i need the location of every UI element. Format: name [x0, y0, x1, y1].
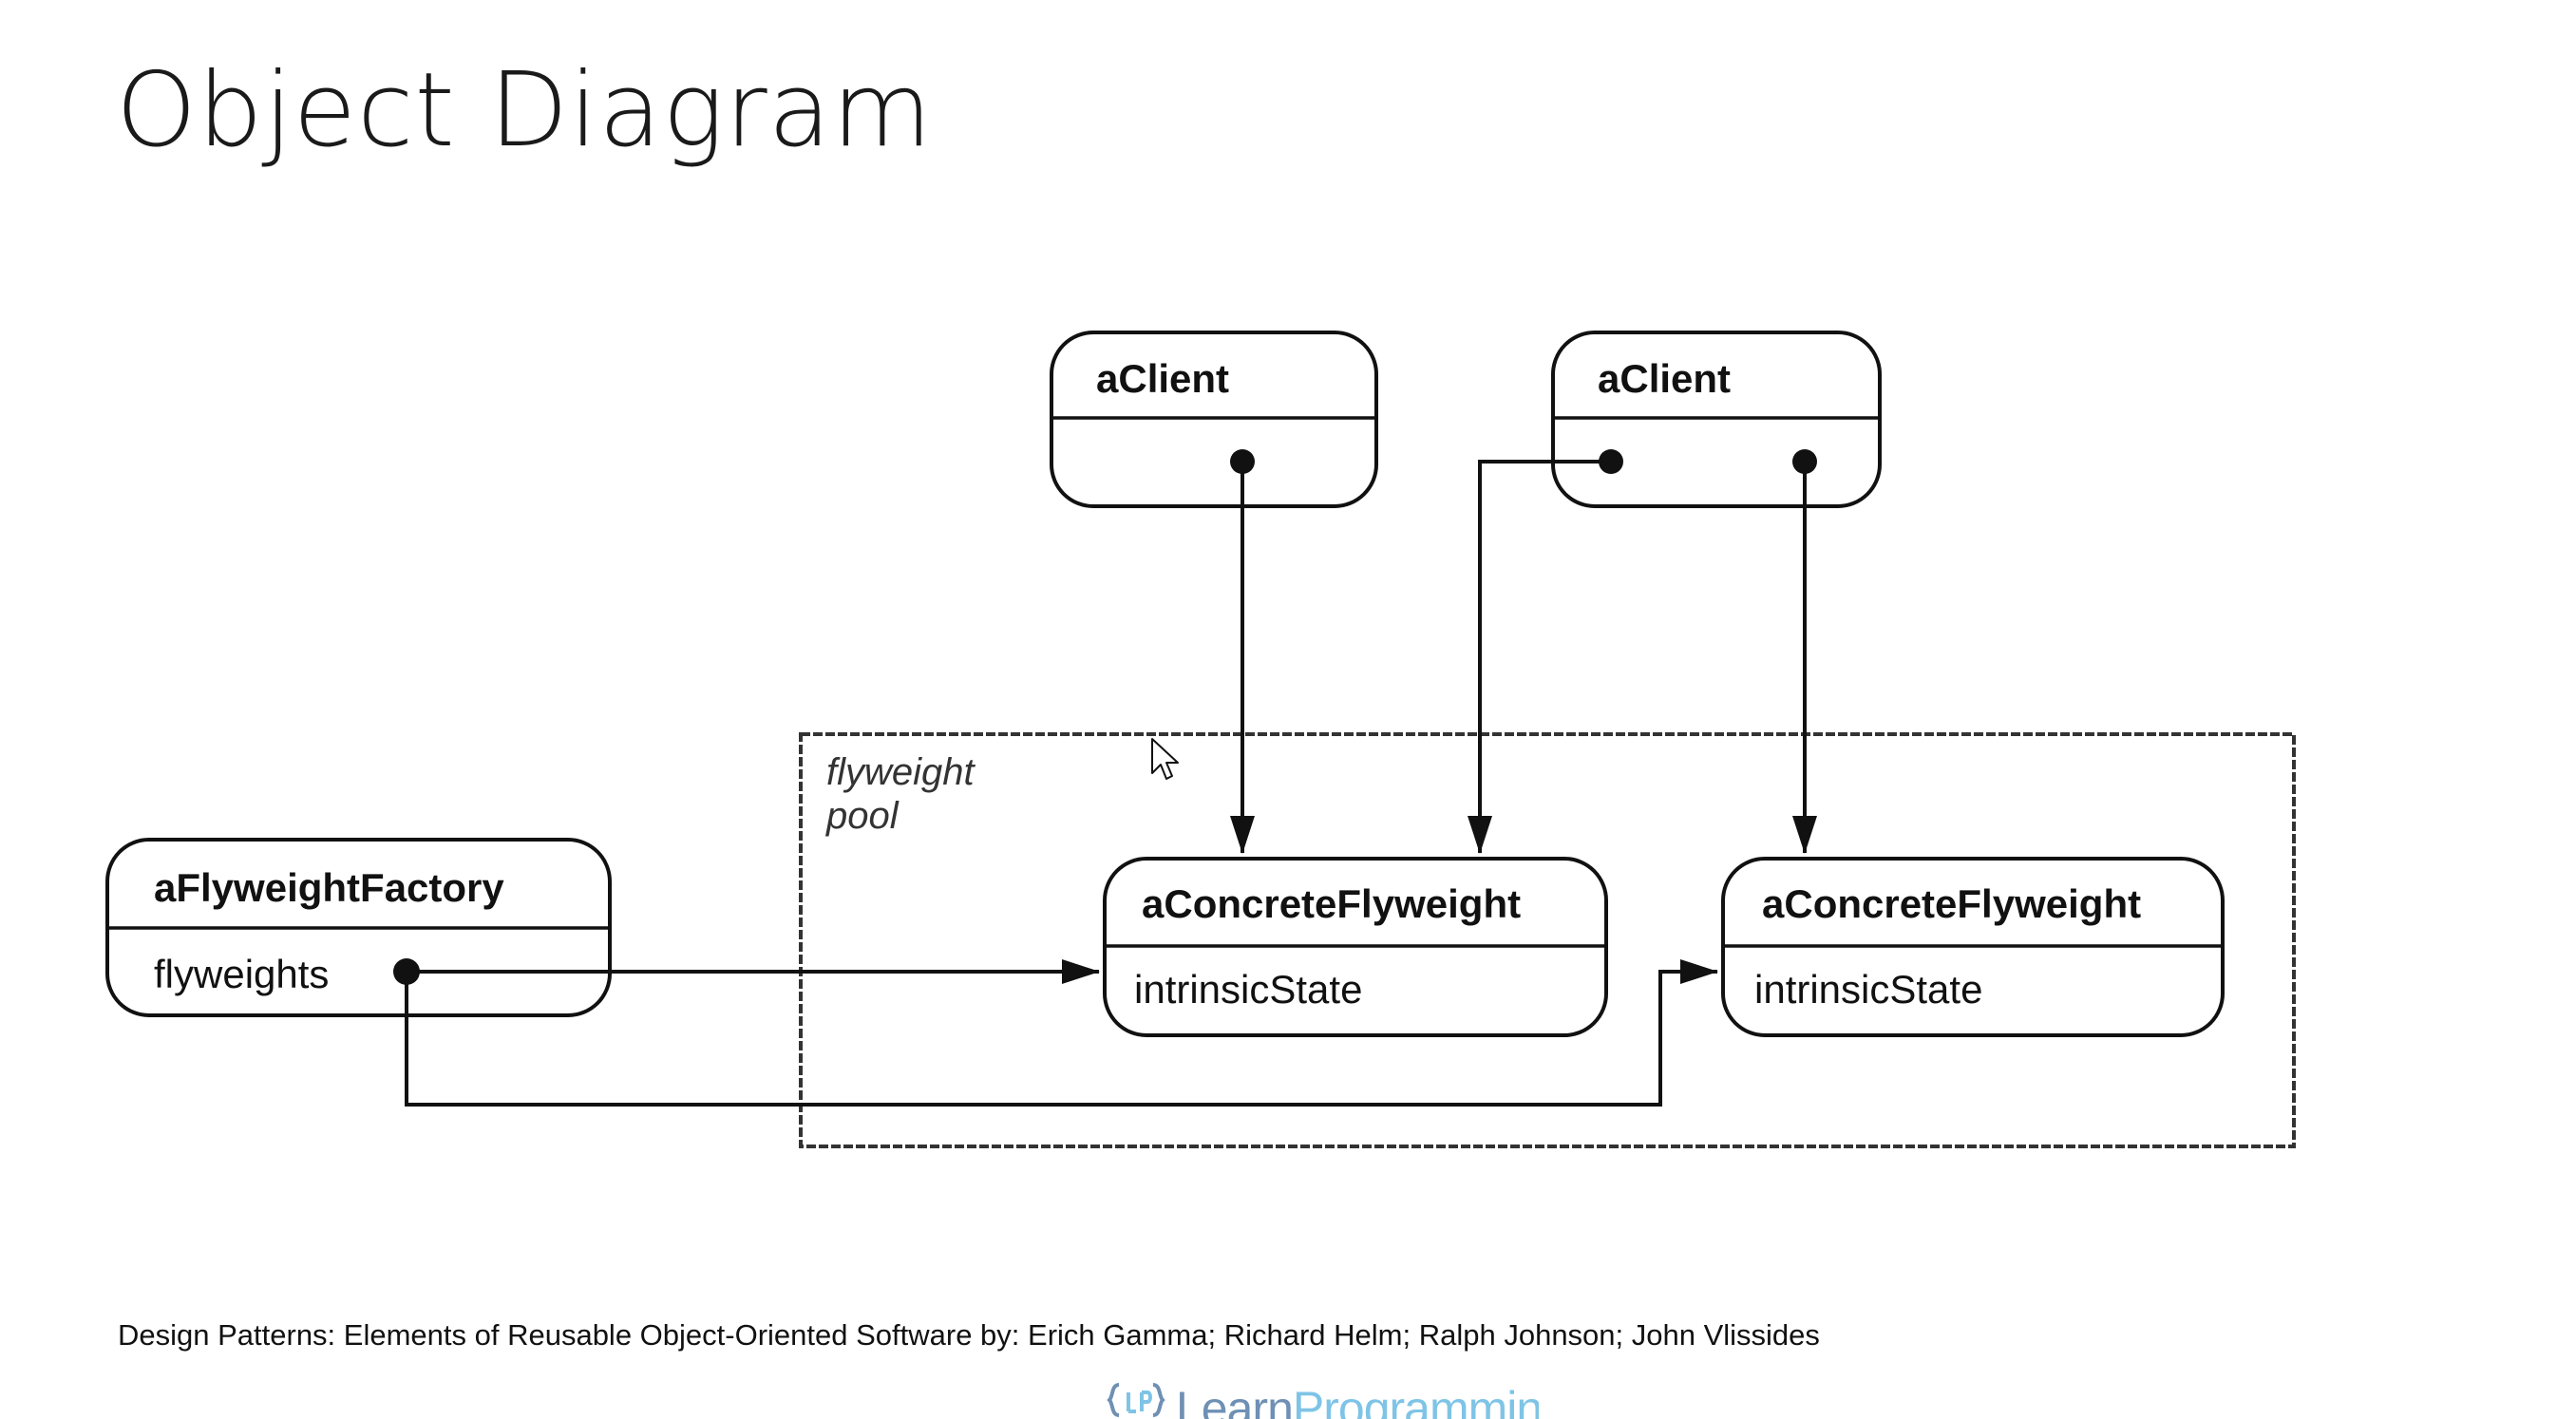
client-object-1: aClient — [1050, 331, 1378, 508]
flyweight-pool: flyweight pool — [799, 732, 2296, 1148]
concrete-flyweight-2-attribute: intrinsicState — [1754, 967, 1982, 1012]
slide-title: Object Diagram — [116, 51, 934, 170]
concrete-flyweight-1: aConcreteFlyweight intrinsicState — [1103, 857, 1608, 1037]
flyweight-factory-name: aFlyweightFactory — [154, 865, 504, 910]
logo-wordmark: LearnProgramming — [1176, 1381, 1539, 1419]
factory-to-concrete-2-link — [405, 959, 1718, 1107]
logo-wordmark-learn: Learn — [1176, 1382, 1294, 1419]
concrete-flyweight-1-name: aConcreteFlyweight — [1142, 881, 1521, 926]
source-citation: Design Patterns: Elements of Reusable Ob… — [118, 1318, 1820, 1352]
client-2-to-concrete-1-link — [1468, 460, 1611, 854]
concrete-flyweight-2: aConcreteFlyweight intrinsicState — [1721, 857, 2225, 1037]
client-object-1-name: aClient — [1096, 356, 1229, 401]
concrete-flyweight-2-name: aConcreteFlyweight — [1762, 881, 2141, 926]
client-object-2: aClient — [1551, 331, 1882, 508]
reference-links — [393, 460, 1817, 1107]
flyweight-factory-attribute: flyweights — [154, 952, 329, 996]
concrete-flyweight-1-attribute: intrinsicState — [1134, 967, 1362, 1012]
logo-wordmark-programming: Programming — [1292, 1382, 1539, 1419]
learnprogramming-logo-icon — [1107, 1383, 1165, 1417]
pool-label-line1: flyweight — [826, 751, 976, 793]
client-object-2-name: aClient — [1598, 356, 1731, 401]
pool-label-line2: pool — [825, 795, 900, 837]
mouse-pointer-icon — [1151, 738, 1179, 780]
learnprogramming-logo: LearnProgramming — [1102, 1379, 1539, 1419]
flyweight-factory-object: aFlyweightFactory flyweights — [105, 838, 612, 1017]
flyweight-pool-boundary — [799, 732, 2296, 1148]
